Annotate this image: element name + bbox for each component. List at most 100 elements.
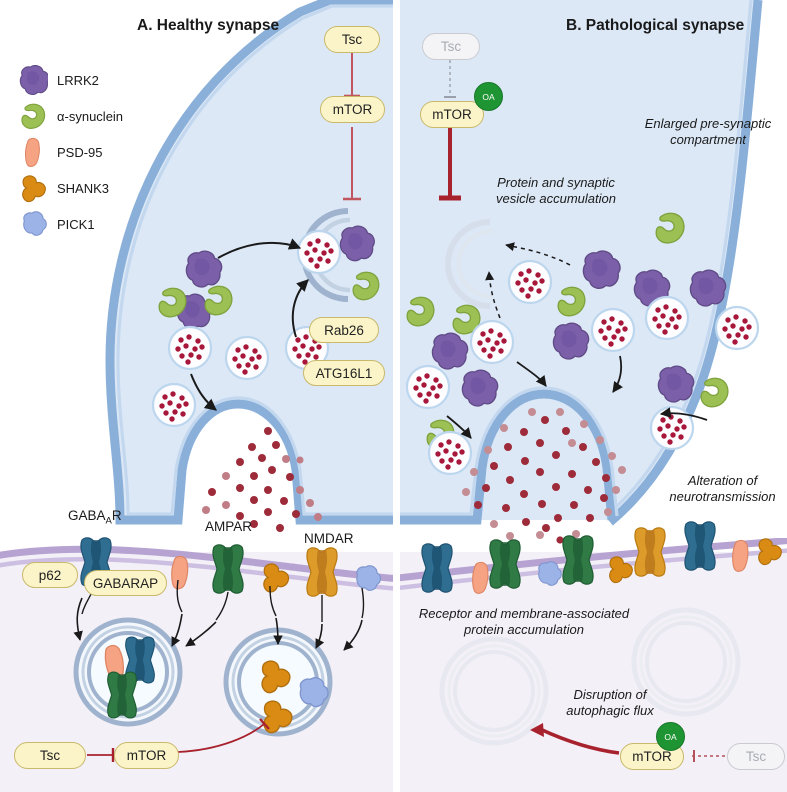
shank3-blob-icon bbox=[263, 563, 290, 593]
node-mtor-top-a[interactable]: mTOR bbox=[320, 96, 385, 123]
annot-disruption-autophagic-flux: Disruption of autophagic flux bbox=[566, 687, 654, 718]
lrrk2-blob-icon bbox=[461, 369, 499, 407]
autophagosome-ghost bbox=[442, 639, 546, 743]
vesicle bbox=[644, 295, 690, 341]
node-rab26-a[interactable]: Rab26 bbox=[309, 317, 379, 343]
neurotransmitter-cloud-b bbox=[462, 408, 626, 544]
legend-label: LRRK2 bbox=[57, 72, 99, 88]
node-tsc-top-b[interactable]: Tsc bbox=[422, 33, 480, 60]
lrrk2-blob-icon bbox=[185, 250, 223, 288]
psd95-blob-icon bbox=[472, 561, 489, 594]
legend-item-psd95: PSD-95 bbox=[18, 134, 168, 170]
alpha-synuclein-blob-icon bbox=[700, 377, 729, 408]
transport-arrow bbox=[190, 373, 217, 411]
tsc-mtor-inhibition-bottom-a bbox=[87, 748, 115, 762]
blocked-trafficking-arrow bbox=[485, 242, 571, 319]
alpha-synuclein-blob-icon bbox=[557, 286, 586, 317]
vesicle bbox=[714, 305, 760, 351]
transport-arrow bbox=[446, 355, 708, 439]
vesicle bbox=[507, 259, 553, 305]
ampar-receptor bbox=[107, 671, 137, 719]
tsc-mtor-inhibition-a bbox=[344, 52, 360, 98]
lrrk2-blob-icon bbox=[582, 250, 621, 289]
vesicle bbox=[151, 382, 197, 428]
node-tsc-bottom-a[interactable]: Tsc bbox=[14, 742, 86, 769]
psd95-blob-icon bbox=[171, 555, 189, 590]
vesicle bbox=[296, 229, 342, 275]
legend: LRRK2 α-synuclein PSD-95 SHANK3 PICK1 bbox=[18, 62, 168, 242]
legend-item-pick1: PICK1 bbox=[18, 206, 168, 242]
vesicle bbox=[405, 364, 451, 410]
shank3-blob-icon bbox=[22, 175, 46, 203]
oa-badge: OA bbox=[656, 722, 685, 751]
vesicle bbox=[590, 307, 636, 353]
psd95-blob-icon bbox=[25, 137, 40, 167]
panel-b-contents bbox=[405, 60, 782, 762]
panel-a-contents bbox=[73, 52, 382, 762]
node-gabarap-a[interactable]: GABARAP bbox=[84, 570, 167, 596]
vesicle bbox=[167, 325, 213, 371]
node-atg16l1-a[interactable]: ATG16L1 bbox=[303, 360, 385, 386]
ampar-label: AMPAR bbox=[205, 519, 253, 534]
ampar-receptor bbox=[489, 539, 521, 589]
lrrk2-blob-icon bbox=[431, 332, 469, 370]
node-tsc-bottom-b[interactable]: Tsc bbox=[727, 743, 785, 770]
psd95-blob-icon bbox=[732, 539, 749, 572]
node-mtor-bottom-b[interactable]: mTOR bbox=[620, 743, 684, 770]
nmdar-receptor bbox=[634, 527, 666, 577]
gabaar-receptor bbox=[421, 543, 453, 593]
lrrk2-blob-icon bbox=[689, 269, 727, 307]
node-p62-a[interactable]: p62 bbox=[22, 562, 78, 588]
panel-a-title: A. Healthy synapse bbox=[137, 17, 280, 34]
alpha-synuclein-blob-icon bbox=[406, 296, 435, 327]
legend-item-lrrk2: LRRK2 bbox=[18, 62, 168, 98]
gabaar-label: GABAAR bbox=[68, 508, 122, 527]
pick1-blob-icon bbox=[538, 561, 562, 586]
nmdar-receptor bbox=[306, 547, 338, 597]
gabaar-receptor bbox=[684, 521, 716, 571]
mtor-inhibition-arrow-b bbox=[439, 128, 461, 201]
legend-label: SHANK3 bbox=[57, 180, 110, 196]
lrrk2-blob-icon bbox=[657, 365, 695, 403]
vesicle bbox=[224, 335, 270, 381]
phagophore-ghost-b bbox=[445, 219, 493, 309]
annot-receptor-protein-accumulation: Receptor and membrane-associated protein… bbox=[418, 606, 630, 637]
vesicle bbox=[469, 319, 515, 365]
ampar-receptor bbox=[212, 544, 244, 594]
oa-badge: OA bbox=[474, 82, 503, 111]
shank3-blob-icon bbox=[609, 556, 633, 584]
annot-protein-vesicle-accumulation: Protein and synaptic vesicle accumulatio… bbox=[496, 175, 616, 206]
tsc-mtor-dashed-b bbox=[444, 60, 456, 98]
vesicle bbox=[427, 430, 473, 476]
panel-divider bbox=[393, 0, 400, 792]
lrrk2-blob-icon bbox=[339, 225, 375, 262]
alpha-synuclein-blob-icon bbox=[204, 285, 233, 316]
nmdar-label: NMDAR bbox=[304, 531, 354, 546]
node-mtor-bottom-a[interactable]: mTOR bbox=[114, 742, 179, 769]
annot-enlarged-presynaptic: Enlarged pre-synaptic compartment bbox=[644, 116, 772, 147]
pick1-blob-icon bbox=[23, 211, 47, 236]
neurotransmitter-cloud-a bbox=[202, 427, 322, 532]
mtor-inhibition-arrow-a bbox=[343, 127, 361, 201]
alpha-synuclein-blob-icon bbox=[352, 271, 380, 301]
legend-label: α-synuclein bbox=[57, 108, 124, 124]
mtor-autophagosome-inhibition-b bbox=[530, 723, 620, 755]
legend-label: PICK1 bbox=[57, 216, 95, 232]
node-tsc-top-a[interactable]: Tsc bbox=[324, 26, 380, 53]
legend-item-alpha-synuclein: α-synuclein bbox=[18, 98, 168, 134]
lrrk2-blob-icon bbox=[552, 322, 590, 360]
panel-b-title: B. Pathological synapse bbox=[566, 17, 745, 34]
pick1-blob-icon bbox=[356, 565, 382, 591]
transport-arrow bbox=[291, 279, 309, 338]
node-mtor-top-b[interactable]: mTOR bbox=[420, 101, 484, 128]
legend-item-shank3: SHANK3 bbox=[18, 170, 168, 206]
lrrk2-blob-icon bbox=[19, 65, 48, 95]
alpha-synuclein-blob-icon bbox=[655, 212, 685, 244]
ampar-receptor bbox=[562, 535, 594, 585]
alpha-synuclein-blob-icon bbox=[21, 103, 46, 129]
autophagy-arrow bbox=[73, 597, 363, 651]
transport-arrow bbox=[217, 238, 302, 259]
mtor-tsc-dashed-bottom-b bbox=[692, 750, 726, 762]
